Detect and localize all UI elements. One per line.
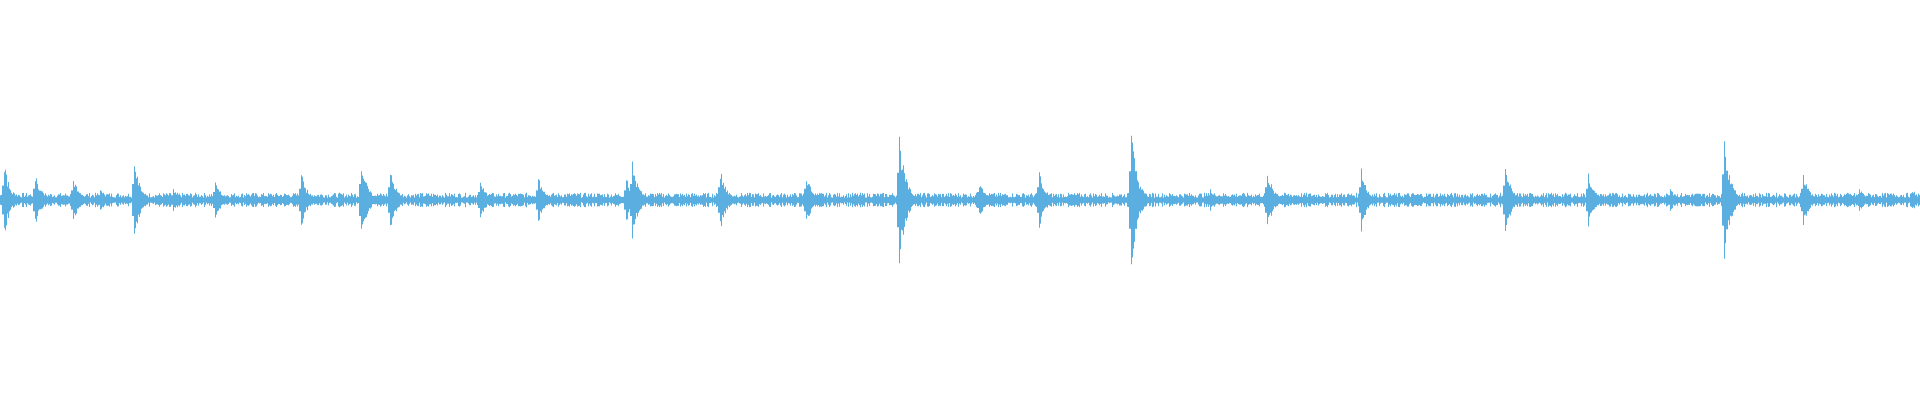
waveform-bars	[0, 135, 1920, 265]
